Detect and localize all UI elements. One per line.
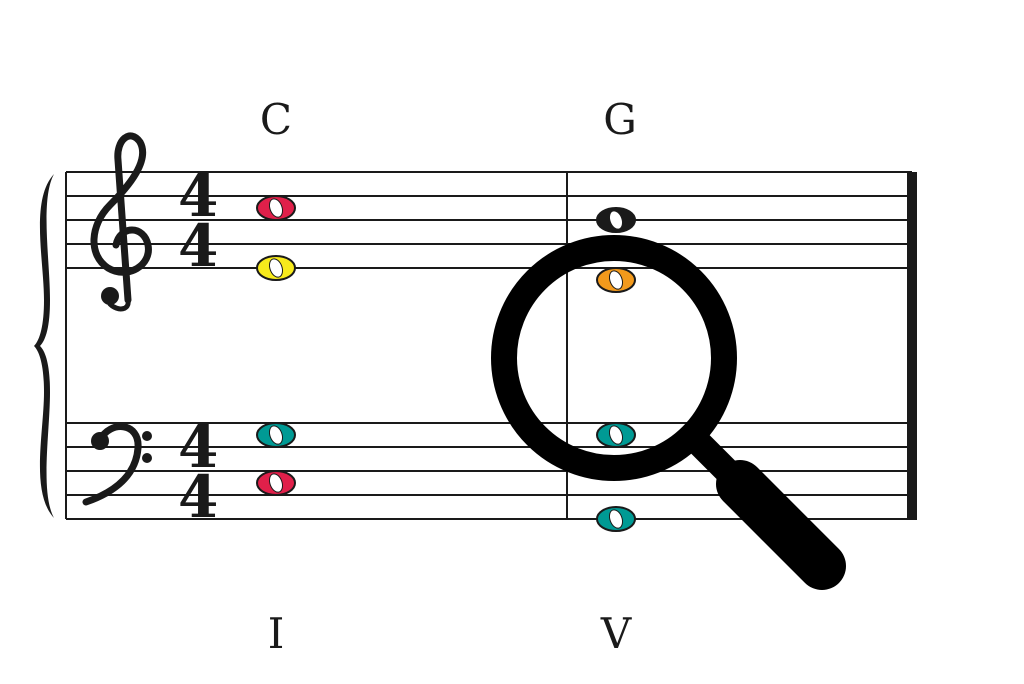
whole-note	[256, 470, 296, 496]
chord-name-1: C	[260, 95, 292, 144]
whole-note	[596, 207, 636, 233]
time-signature-bottom-treble: 4	[178, 212, 218, 280]
treble-clef-icon	[90, 132, 152, 312]
bass-clef-icon	[82, 423, 152, 506]
final-barline	[907, 172, 917, 520]
treble-staff	[66, 171, 912, 269]
roman-numeral-2: V	[600, 609, 632, 658]
whole-note	[256, 255, 296, 281]
whole-note	[596, 422, 636, 448]
whole-note	[256, 195, 296, 221]
whole-note	[256, 422, 296, 448]
magnifying-glass-icon	[491, 235, 846, 590]
time-signature-top-bass: 4	[178, 413, 218, 481]
whole-note	[596, 267, 636, 293]
grand-staff-brace	[34, 174, 54, 518]
whole-note	[596, 506, 636, 532]
time-signature-top-treble: 4	[178, 162, 218, 230]
roman-numeral-1: I	[268, 609, 285, 658]
time-signature-bottom-bass: 4	[178, 463, 218, 531]
treble-clef-dot	[101, 287, 119, 305]
chord-name-2: G	[603, 95, 637, 144]
